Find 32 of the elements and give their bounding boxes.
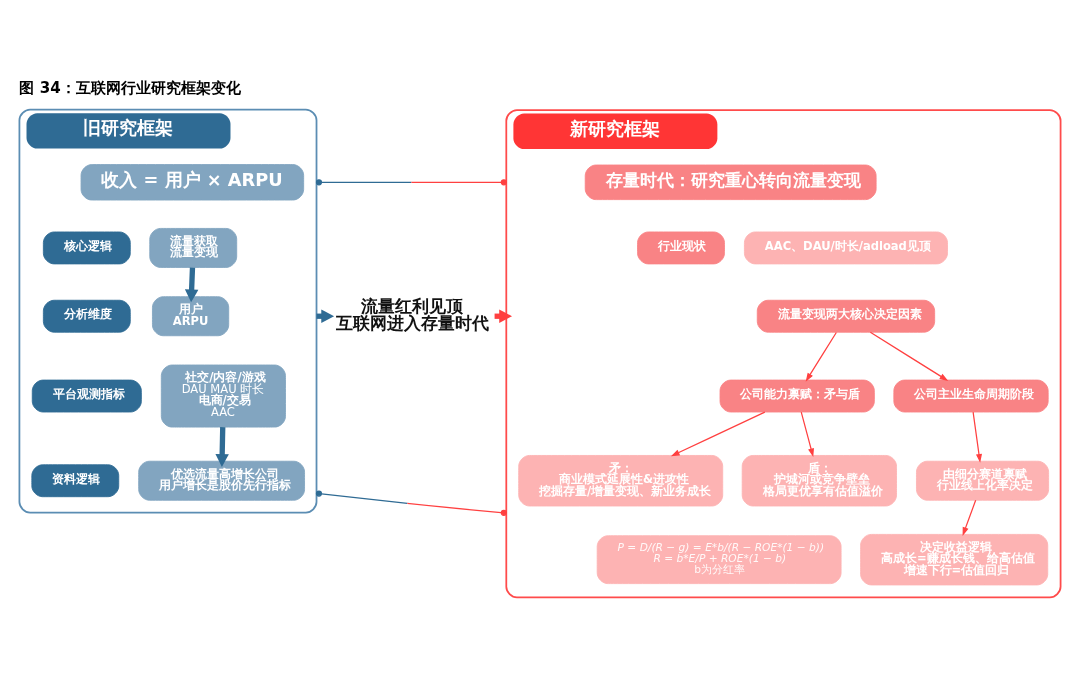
node-box: 用户 ARPU [152, 296, 230, 337]
node-box: 公司主业生命周期阶段 [893, 379, 1049, 413]
node-box: 社交/内容/游戏 DAU MAU 时长 电商/交易 AAC [160, 364, 286, 428]
node-box: 优选流量高增长公司 用户增长是股价先行指标 [138, 460, 305, 501]
arrow [805, 331, 837, 382]
arrow [869, 331, 949, 381]
node-box: 行业现状 [637, 231, 725, 265]
diagram-title: 图 34：互联网行业研究框架变化 [19, 79, 241, 98]
node-box: 流量获取 流量变现 [149, 228, 238, 268]
arrow [800, 411, 814, 458]
node-box: 存量时代：研究重心转向流量变现 [584, 164, 877, 201]
node-box: 流量变现两大核心决定因素 [756, 299, 936, 333]
arrow [962, 499, 977, 536]
node-box: 资料逻辑 [31, 464, 120, 498]
connector [315, 490, 507, 516]
node-box: 公司能力禀赋：矛与盾 [719, 379, 875, 413]
node-box: 收入 = 用户 × ARPU [80, 164, 305, 201]
node-box: P = D/(R − g) = E*b/(R − ROE*(1 − b)) R = b*E/P + ROE*(1 − b) b为分红率 [596, 535, 842, 585]
node-box: 由细分赛道禀赋 行业线上化率决定 [916, 460, 1050, 501]
node-box: 决定收益逻辑 高成长=赚成长钱、给高估值 增速下行=估值回归 [860, 533, 1049, 586]
node-box: 分析维度 [42, 299, 131, 333]
node-box: AAC、DAU/时长/adload见顶 [743, 231, 948, 265]
arrow [670, 411, 766, 457]
node-box: 盾： 护城河或竞争壁垒 格局更优享有估值溢价 [741, 455, 897, 507]
connector [315, 179, 507, 186]
node-box: 矛： 商业模式延展性&进攻性 挖掘存量/增量变现、新业务成长 [518, 455, 724, 507]
arrow [972, 411, 982, 463]
node-text: 流量红利见顶 互联网进入存量时代 [336, 295, 490, 333]
arrow [215, 427, 229, 467]
arrow [184, 267, 199, 303]
node-box: 核心逻辑 [42, 231, 131, 265]
node-box: 平台观测指标 [31, 379, 142, 413]
